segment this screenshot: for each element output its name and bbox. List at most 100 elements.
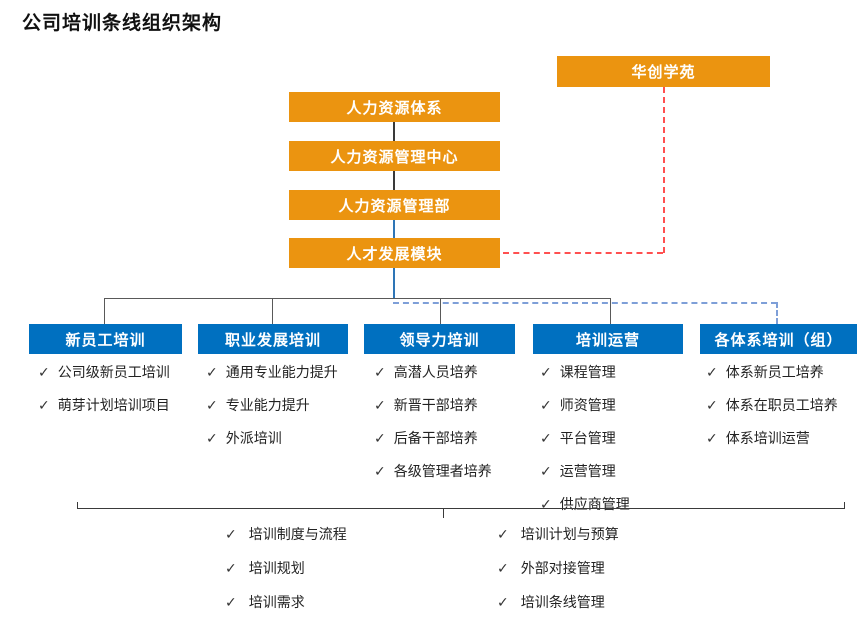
footer-list-right: ✓ 培训计划与预算 ✓ 外部对接管理 ✓ 培训条线管理 xyxy=(497,524,619,612)
list-item: ✓ 体系在职员工培养 xyxy=(706,395,838,415)
check-icon: ✓ xyxy=(706,430,718,446)
bracket-center-tick xyxy=(443,508,444,518)
check-icon: ✓ xyxy=(374,397,386,413)
drop-new-employee xyxy=(104,298,105,324)
list-item-label: 专业能力提升 xyxy=(225,397,310,413)
bracket-left-tick xyxy=(77,502,78,508)
check-icon: ✓ xyxy=(540,397,552,413)
list-item: ✓通用专业能力提升 xyxy=(206,362,338,382)
list-item-label: 供应商管理 xyxy=(559,496,630,512)
node-hr-management-dept: 人力资源管理部 xyxy=(289,190,500,220)
node-system-training-group: 各体系培训（组） xyxy=(700,324,857,354)
list-item: ✓ 萌芽计划培训项目 xyxy=(38,395,170,415)
list-item-label: 平台管理 xyxy=(559,430,616,446)
list-item: ✓ 培训规划 xyxy=(225,558,347,578)
list-item-label: 体系新员工培养 xyxy=(725,364,824,380)
check-icon: ✓ xyxy=(540,496,552,512)
list-item: ✓ 专业能力提升 xyxy=(206,395,338,415)
check-icon: ✓ xyxy=(206,430,218,446)
check-icon: ✓ xyxy=(706,397,718,413)
list-item-label: 高潜人员培养 xyxy=(393,364,478,380)
list-item: ✓ 外派培训 xyxy=(206,428,338,448)
connector-academy-dashed-vertical xyxy=(663,87,665,253)
check-icon: ✓ xyxy=(497,560,509,576)
list-leadership-training: ✓ 高潜人员培养 ✓ 新晋干部培养 ✓ 后备干部培养 ✓ 各级管理者培养 xyxy=(374,362,492,481)
bracket-rail xyxy=(77,508,845,509)
check-icon: ✓ xyxy=(706,364,718,380)
list-item: ✓ 各级管理者培养 xyxy=(374,461,492,481)
bracket-right-tick xyxy=(844,502,845,508)
node-hr-management-center: 人力资源管理中心 xyxy=(289,141,500,171)
list-item-label: 公司级新员工培训 xyxy=(57,364,170,380)
list-item-label: 后备干部培养 xyxy=(393,430,478,446)
list-system-training-group: ✓ 体系新员工培养 ✓ 体系在职员工培养 ✓ 体系培训运营 xyxy=(706,362,838,448)
list-item: ✓培训制度与流程 xyxy=(225,524,347,544)
node-new-employee-training: 新员工培训 xyxy=(29,324,182,354)
list-item-label: 培训需求 xyxy=(248,594,305,610)
node-hr-system: 人力资源体系 xyxy=(289,92,500,122)
dashed-drop-system-training xyxy=(776,302,778,324)
drop-leadership xyxy=(440,298,441,324)
list-item-label: 运营管理 xyxy=(559,463,616,479)
check-icon: ✓ xyxy=(374,364,386,380)
list-item-label: 体系在职员工培养 xyxy=(725,397,838,413)
list-item-label: 通用专业能力提升 xyxy=(225,364,338,380)
list-item-label: 师资管理 xyxy=(559,397,616,413)
drop-career-development xyxy=(272,298,273,324)
list-item-label: 培训计划与预算 xyxy=(520,526,619,542)
node-talent-development-module: 人才发展模块 xyxy=(289,238,500,268)
check-icon: ✓ xyxy=(38,364,50,380)
check-icon: ✓ xyxy=(497,526,509,542)
connector-hier-2-3 xyxy=(393,171,395,190)
node-training-operations: 培训运营 xyxy=(533,324,683,354)
connector-module-to-tree xyxy=(393,268,395,298)
node-leadership-training: 领导力培训 xyxy=(364,324,515,354)
list-item: ✓ 高潜人员培养 xyxy=(374,362,492,382)
connector-hier-1-2 xyxy=(393,122,395,141)
list-item: ✓ 平台管理 xyxy=(540,428,630,448)
list-item: ✓ 运营管理 xyxy=(540,461,630,481)
list-item-label: 萌芽计划培训项目 xyxy=(57,397,170,413)
list-item: ✓ 师资管理 xyxy=(540,395,630,415)
check-icon: ✓ xyxy=(225,560,237,576)
list-item-label: 课程管理 xyxy=(559,364,616,380)
list-item: ✓ 供应商管理 xyxy=(540,494,630,514)
list-item: ✓ 课程管理 xyxy=(540,362,630,382)
list-item: ✓ 后备干部培养 xyxy=(374,428,492,448)
list-item: ✓ 培训计划与预算 xyxy=(497,524,619,544)
drop-training-operations xyxy=(610,298,611,324)
list-item: ✓ 外部对接管理 xyxy=(497,558,619,578)
list-item: ✓ 公司级新员工培训 xyxy=(38,362,170,382)
list-item-label: 各级管理者培养 xyxy=(393,463,492,479)
check-icon: ✓ xyxy=(540,430,552,446)
check-icon: ✓ xyxy=(497,594,509,610)
dashed-rail-to-system-training xyxy=(393,302,777,304)
check-icon: ✓ xyxy=(206,397,218,413)
page-title: 公司培训条线组织架构 xyxy=(22,13,223,34)
list-item-label: 体系培训运营 xyxy=(725,430,810,446)
list-item: ✓ 新晋干部培养 xyxy=(374,395,492,415)
check-icon: ✓ xyxy=(540,463,552,479)
check-icon: ✓ xyxy=(225,526,237,542)
check-icon: ✓ xyxy=(374,430,386,446)
list-item-label: 外派培训 xyxy=(225,430,282,446)
connector-hier-3-4 xyxy=(393,220,395,238)
check-icon: ✓ xyxy=(540,364,552,380)
list-item-label: 培训条线管理 xyxy=(520,594,605,610)
footer-list-left: ✓培训制度与流程 ✓ 培训规划 ✓ 培训需求 xyxy=(225,524,347,612)
connector-academy-dashed-horizontal xyxy=(503,252,663,254)
list-new-employee-training: ✓ 公司级新员工培训 ✓ 萌芽计划培训项目 xyxy=(38,362,170,415)
check-icon: ✓ xyxy=(374,463,386,479)
list-item: ✓ 体系培训运营 xyxy=(706,428,838,448)
list-item-label: 外部对接管理 xyxy=(520,560,605,576)
list-item-label: 培训规划 xyxy=(248,560,305,576)
node-huachuang-academy: 华创学苑 xyxy=(557,56,770,87)
list-item: ✓ 培训需求 xyxy=(225,592,347,612)
check-icon: ✓ xyxy=(38,397,50,413)
check-icon: ✓ xyxy=(225,594,237,610)
list-item: ✓ 培训条线管理 xyxy=(497,592,619,612)
list-item-label: 新晋干部培养 xyxy=(393,397,478,413)
list-training-operations: ✓ 课程管理 ✓ 师资管理 ✓ 平台管理 ✓ 运营管理 ✓ 供应商管理 xyxy=(540,362,630,514)
list-item: ✓ 体系新员工培养 xyxy=(706,362,838,382)
